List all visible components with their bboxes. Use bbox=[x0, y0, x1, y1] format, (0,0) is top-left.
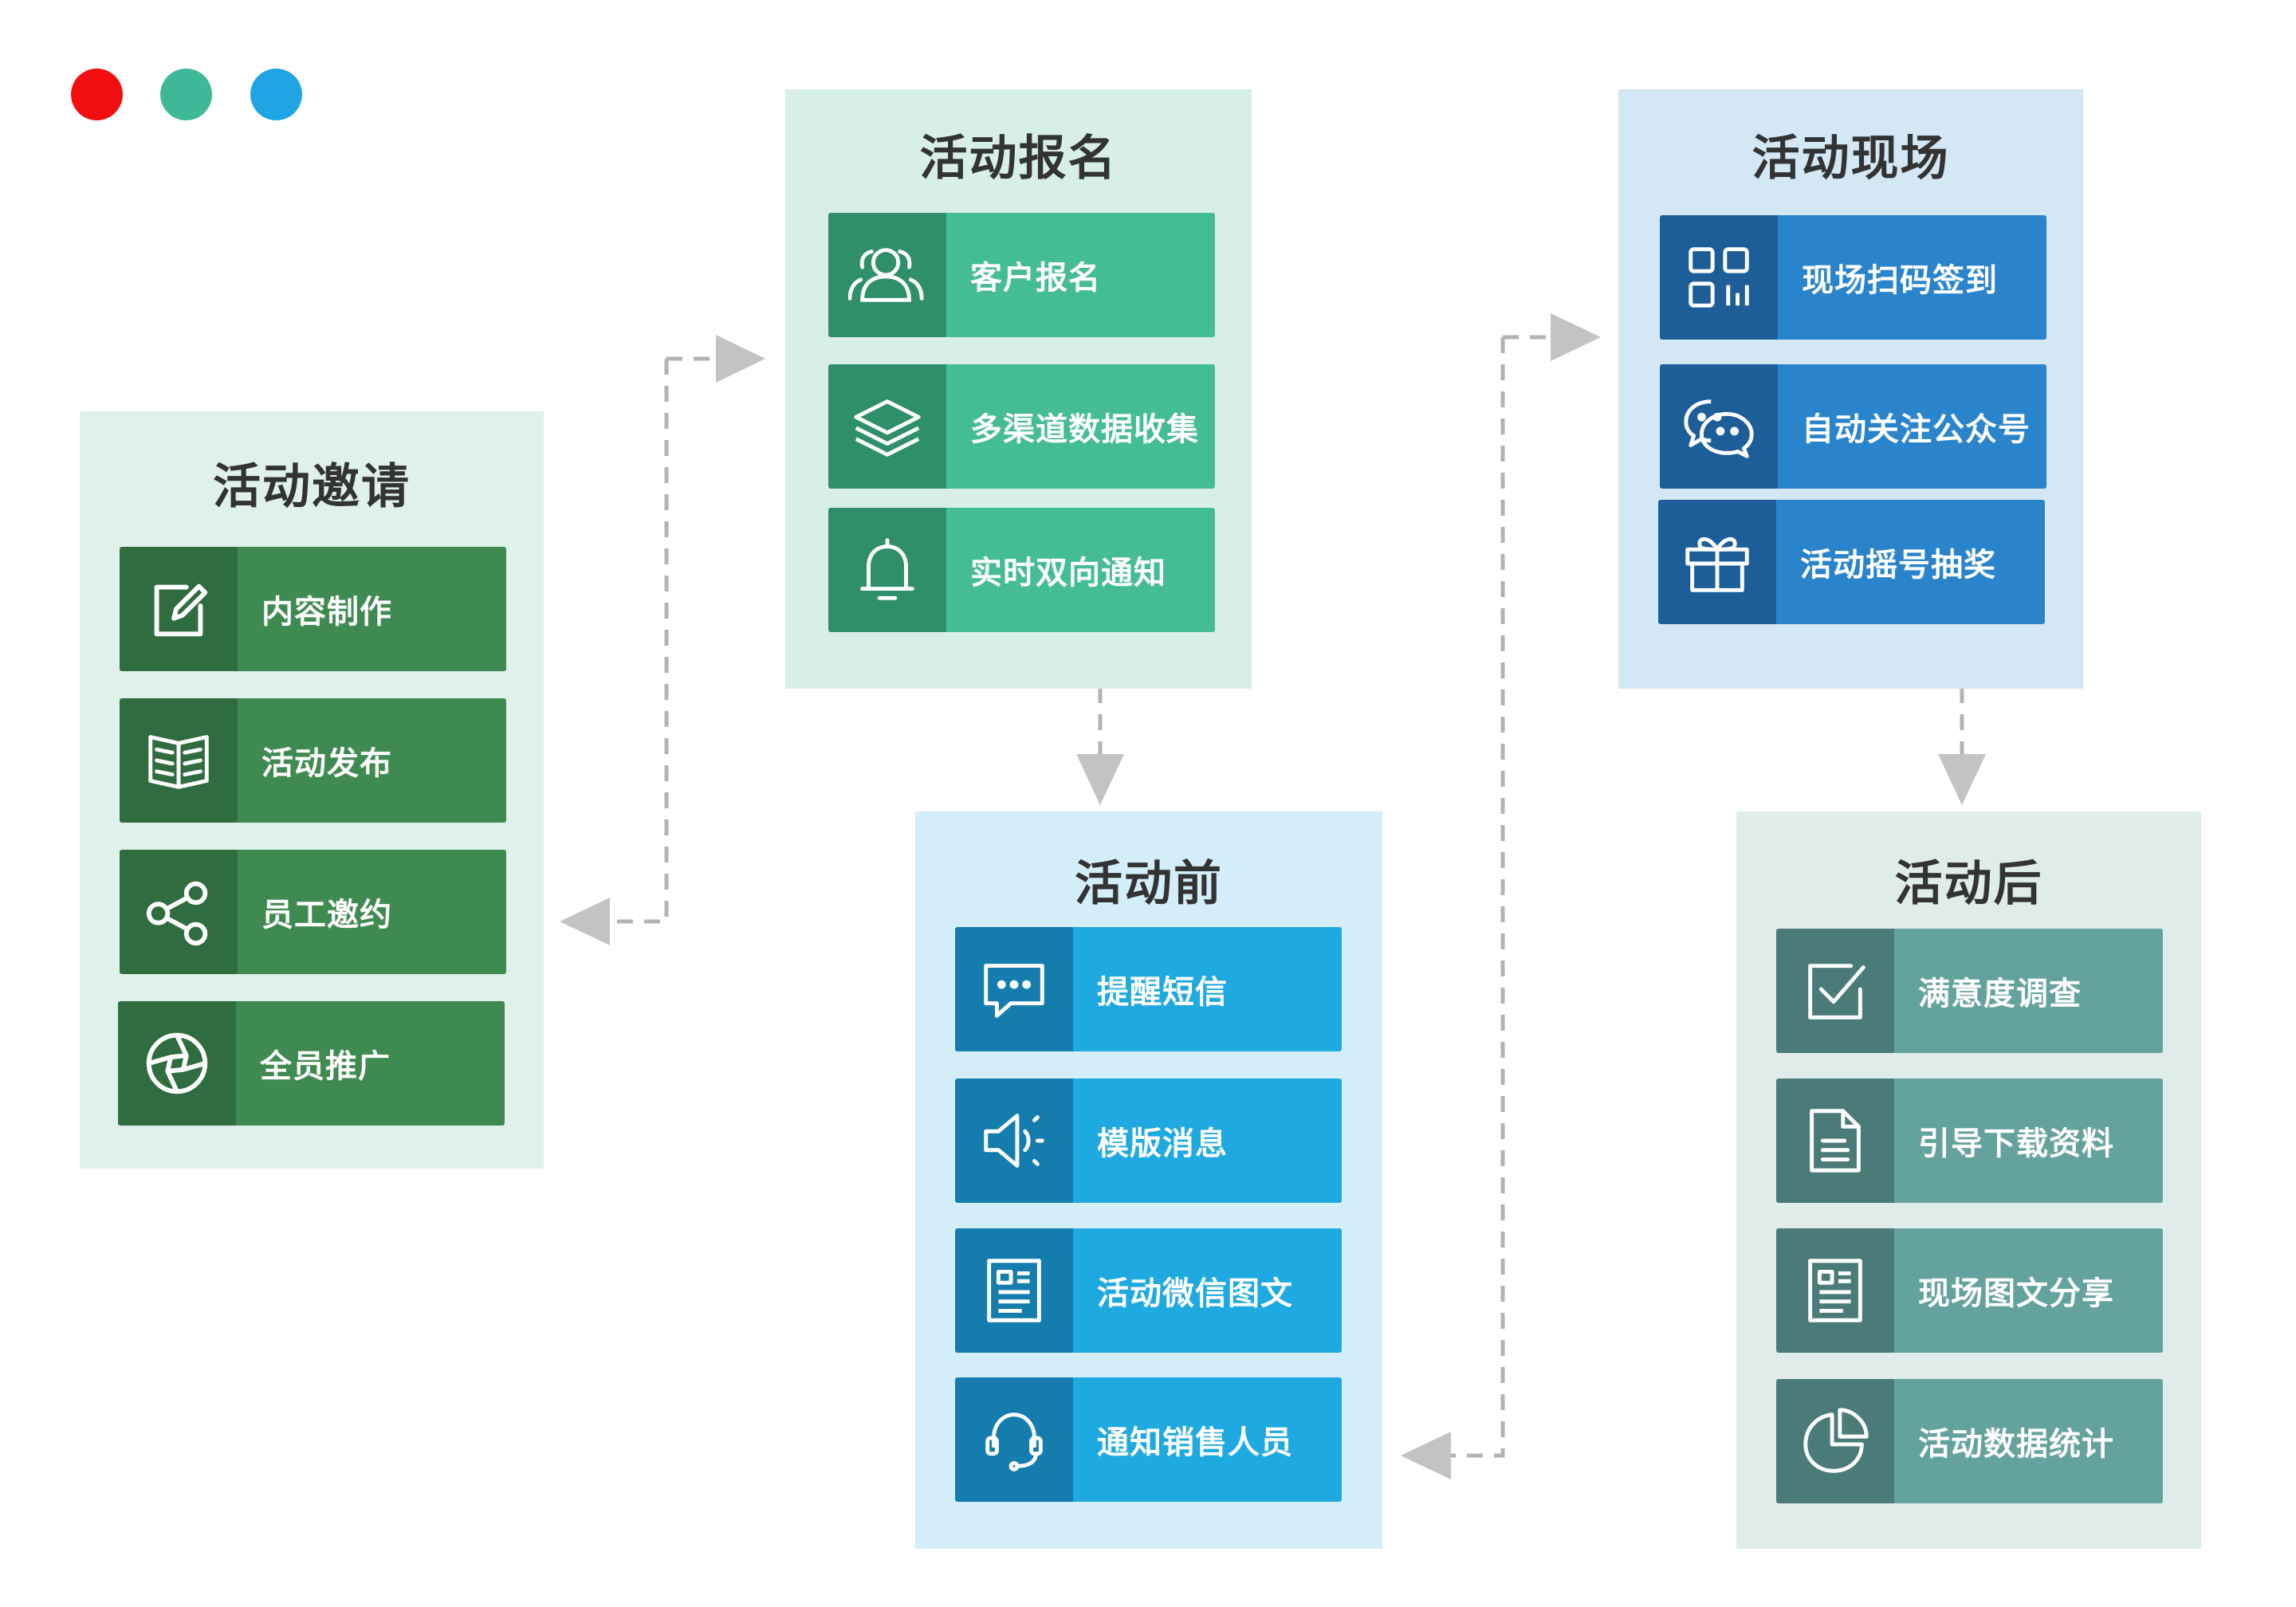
item-label: 活动数据统计 bbox=[1894, 1379, 2163, 1503]
item-label: 满意度调查 bbox=[1894, 929, 2163, 1053]
arrow-head-invite bbox=[560, 898, 610, 945]
item-label: 自动关注公众号 bbox=[1778, 364, 2046, 489]
open-book-icon bbox=[148, 735, 209, 789]
item-label: 内容制作 bbox=[238, 547, 506, 671]
checkbox-icon bbox=[1808, 964, 1866, 1020]
gift-icon bbox=[1685, 536, 1749, 592]
panel-before: 活动前 提醒短信 模版消息 bbox=[915, 811, 1382, 1549]
item-qr-checkin[interactable]: 现场扫码签到 bbox=[1660, 215, 2046, 340]
panel-invite: 活动邀请 内容制作 活动发布 员工邀约 bbox=[80, 411, 544, 1169]
arrow-head-before-down bbox=[1076, 754, 1124, 805]
window-maximize-dot[interactable] bbox=[250, 69, 302, 120]
item-reminder-sms[interactable]: 提醒短信 bbox=[955, 927, 1342, 1051]
connector-before-onsite bbox=[1451, 335, 1551, 1458]
panel-after: 活动后 满意度调查 引导下载资料 现场图文分享 bbox=[1736, 811, 2201, 1549]
connector-invite-signup bbox=[610, 356, 716, 924]
item-label: 活动发布 bbox=[238, 698, 506, 823]
item-onsite-sharing[interactable]: 现场图文分享 bbox=[1776, 1228, 2163, 1353]
item-label: 现场扫码签到 bbox=[1778, 215, 2046, 340]
wechat-icon bbox=[1684, 399, 1754, 458]
article-icon bbox=[987, 1259, 1041, 1322]
item-label: 实时双向通知 bbox=[946, 508, 1215, 632]
layers-icon bbox=[854, 399, 921, 457]
panel-signup: 活动报名 客户报名 多渠道数据收集 bbox=[785, 89, 1252, 689]
bell-icon bbox=[860, 538, 914, 600]
item-download-materials[interactable]: 引导下载资料 bbox=[1776, 1079, 2163, 1203]
item-template-message[interactable]: 模版消息 bbox=[955, 1079, 1342, 1203]
aperture-icon bbox=[146, 1032, 208, 1094]
share-icon bbox=[146, 881, 208, 946]
headset-icon bbox=[985, 1413, 1043, 1471]
users-icon bbox=[848, 248, 924, 302]
item-survey[interactable]: 满意度调查 bbox=[1776, 929, 2163, 1053]
item-content-creation[interactable]: 内容制作 bbox=[120, 547, 506, 671]
item-wechat-article[interactable]: 活动微信图文 bbox=[955, 1228, 1342, 1353]
item-label: 引导下载资料 bbox=[1894, 1079, 2163, 1203]
panel-onsite: 活动现场 现场扫码签到 自动关注公众号 bbox=[1618, 89, 2083, 689]
item-publish[interactable]: 活动发布 bbox=[120, 698, 506, 823]
item-label: 提醒短信 bbox=[1073, 927, 1342, 1051]
arrow-head-signup bbox=[716, 335, 765, 383]
document-icon bbox=[1810, 1109, 1861, 1173]
item-multichannel[interactable]: 多渠道数据收集 bbox=[828, 364, 1215, 489]
item-lottery[interactable]: 活动摇号抽奖 bbox=[1658, 500, 2045, 624]
item-label: 客户报名 bbox=[946, 213, 1215, 337]
item-label: 现场图文分享 bbox=[1894, 1228, 2163, 1353]
item-realtime-notify[interactable]: 实时双向通知 bbox=[828, 508, 1215, 632]
qr-code-icon bbox=[1689, 247, 1749, 308]
pie-chart-icon bbox=[1803, 1408, 1869, 1473]
window-close-dot[interactable] bbox=[71, 69, 123, 120]
item-label: 模版消息 bbox=[1073, 1079, 1342, 1203]
item-label: 活动微信图文 bbox=[1073, 1228, 1342, 1353]
arrow-head-before-left bbox=[1401, 1432, 1451, 1479]
chat-bubble-icon bbox=[984, 964, 1044, 1018]
arrow-head-after-down bbox=[1938, 754, 1986, 805]
panel-title: 活动邀请 bbox=[213, 459, 411, 515]
speaker-icon bbox=[984, 1114, 1044, 1168]
window-minimize-dot[interactable] bbox=[160, 69, 212, 120]
panel-title: 活动报名 bbox=[919, 131, 1118, 187]
item-label: 全员推广 bbox=[236, 1001, 505, 1126]
panel-title: 活动前 bbox=[1075, 856, 1223, 912]
item-promotion[interactable]: 全员推广 bbox=[118, 1001, 505, 1126]
panel-title: 活动后 bbox=[1894, 856, 2043, 912]
item-label: 通知销售人员 bbox=[1073, 1377, 1342, 1502]
item-staff-invite[interactable]: 员工邀约 bbox=[120, 850, 506, 974]
panel-title: 活动现场 bbox=[1751, 131, 1950, 187]
item-label: 多渠道数据收集 bbox=[946, 364, 1215, 489]
item-label: 活动摇号抽奖 bbox=[1776, 500, 2045, 624]
article-icon bbox=[1808, 1259, 1862, 1322]
item-customer-signup[interactable]: 客户报名 bbox=[828, 213, 1215, 337]
item-notify-sales[interactable]: 通知销售人员 bbox=[955, 1377, 1342, 1502]
arrow-head-onsite bbox=[1551, 313, 1601, 361]
edit-icon bbox=[154, 583, 208, 637]
item-label: 员工邀约 bbox=[238, 850, 506, 974]
item-data-statistics[interactable]: 活动数据统计 bbox=[1776, 1379, 2163, 1503]
item-follow-account[interactable]: 自动关注公众号 bbox=[1660, 364, 2046, 489]
